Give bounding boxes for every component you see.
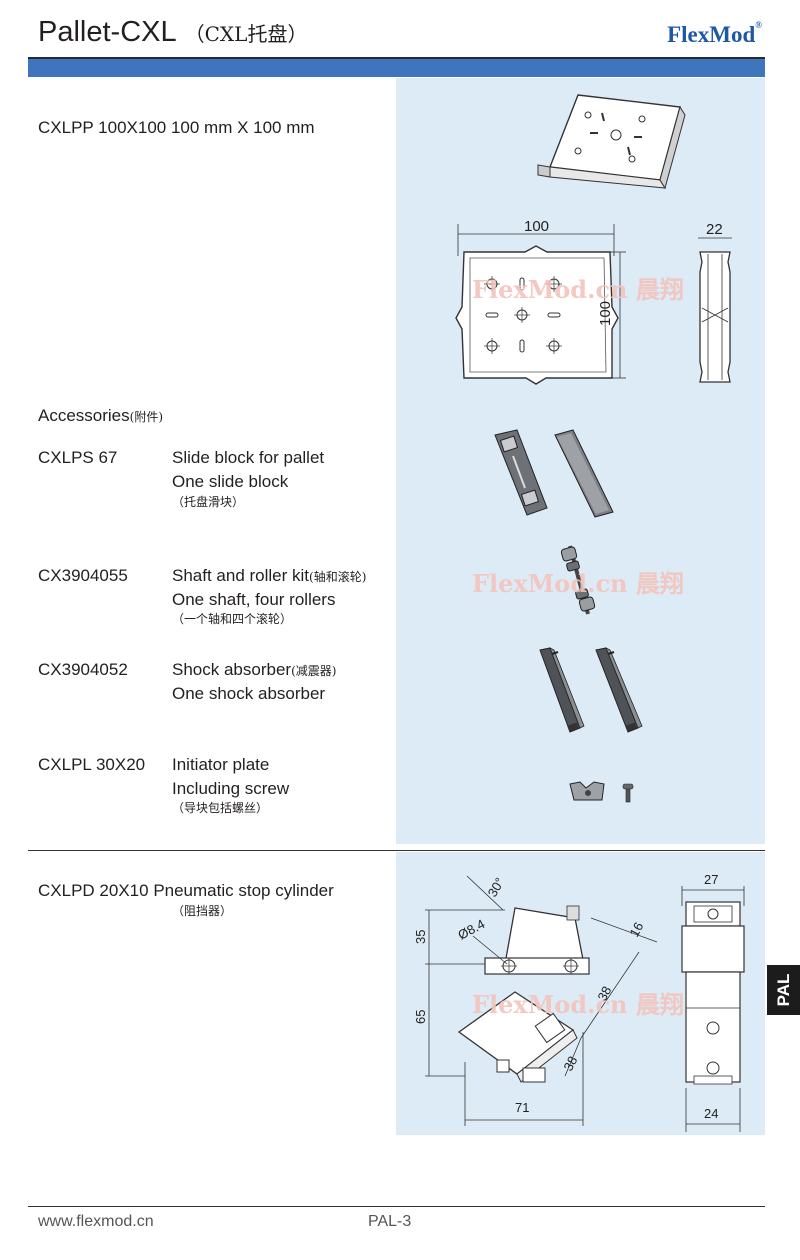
pallet-thickness-dim: 22 (706, 221, 723, 238)
dim-27: 27 (704, 872, 718, 887)
accessory-note-cn-2: （一个轴和四个滚轮） (172, 612, 293, 626)
accessory-line2-2: One shaft, four rollers (172, 590, 336, 609)
watermark-1: FlexMod.cn 晨翔 (472, 275, 684, 304)
page-title: Pallet-CXL （CXL托盘） (38, 16, 307, 49)
page-title-text: Pallet-CXL (38, 16, 177, 48)
dim-38-a: 38 (594, 984, 614, 1004)
accessory-line1-text-2: Shaft and roller kit (172, 566, 310, 585)
accessory-note-cn-1: （托盘滑块） (172, 495, 245, 509)
stop-cylinder-drawing: 35 65 71 30° Ø8.4 16 38 38 (413, 875, 658, 1126)
accessory-line1-2: Shaft and roller kit(轴和滚轮) (172, 565, 366, 588)
accessory-code-1: CXLPS 67 (38, 448, 118, 467)
accessory-line1-text-3: Shock absorber (172, 660, 292, 679)
shaft-roller-illustration (560, 545, 596, 615)
accessories-heading-cn: (附件) (129, 410, 164, 424)
pallet-description: CXLPP 100X100 100 mm X 100 mm (38, 118, 315, 137)
watermark-2: FlexMod.cn 晨翔 (472, 569, 684, 598)
slide-block-illustration (494, 429, 614, 518)
stop-cylinder-code: CXLPD 20X10 (38, 881, 149, 900)
stop-cylinder-label: Pneumatic stop cylinder (153, 881, 334, 900)
dim-16: 16 (626, 920, 646, 940)
shock-absorber-illustration (539, 647, 643, 733)
pallet-3d-illustration (537, 94, 686, 190)
footer-page-number: PAL-3 (368, 1213, 412, 1230)
footer-rule (28, 1206, 765, 1207)
accessory-line1-cn-2: (轴和滚轮) (309, 570, 367, 584)
stop-cylinder-title: CXLPD 20X10 Pneumatic stop cylinder (38, 880, 334, 902)
dim-35: 35 (413, 930, 428, 944)
brand-logo: FlexMod® (667, 20, 762, 48)
dim-65: 65 (413, 1010, 428, 1024)
stop-cylinder-side-view: 27 24 (681, 872, 745, 1132)
accessory-line2-4: Including screw (172, 779, 290, 798)
pallet-width-dim: 100 (524, 218, 549, 235)
brand-name: FlexMod (667, 22, 756, 47)
section-divider (28, 850, 765, 851)
accessory-code-3: CX3904052 (38, 660, 128, 679)
pallet-side-view-drawing: 22 (698, 221, 732, 383)
dim-38-b: 38 (560, 1054, 580, 1074)
accessory-line1-4: Initiator plate (172, 755, 270, 774)
brand-registered-mark: ® (755, 20, 762, 30)
accessory-line1-3: Shock absorber(减震器) (172, 659, 336, 682)
page-title-cn: （CXL托盘） (184, 22, 308, 46)
header-rule (28, 57, 765, 59)
accessory-line2-3: One shock absorber (172, 684, 326, 703)
dim-hole-diameter: Ø8.4 (455, 916, 487, 942)
stop-cylinder-note-cn: （阻挡器） (172, 904, 233, 918)
accessory-line1-1: Slide block for pallet (172, 448, 325, 467)
accessory-note-cn-4: （导块包括螺丝） (172, 801, 269, 815)
accessory-line2-1: One slide block (172, 472, 289, 491)
accessory-code-2: CX3904055 (38, 566, 128, 585)
watermark-3: FlexMod.cn 晨翔 (472, 990, 684, 1019)
pallet-height-dim: 100 (597, 301, 614, 326)
pallet-top-view-drawing: 100 100 (455, 218, 626, 385)
header-bar (28, 59, 765, 77)
dim-71: 71 (515, 1100, 529, 1115)
footer-url[interactable]: www.flexmod.cn (38, 1213, 154, 1230)
accessories-heading: Accessories(附件) (38, 405, 163, 428)
dim-24: 24 (704, 1106, 718, 1121)
section-tab: PAL (767, 965, 800, 1015)
accessories-heading-text: Accessories (38, 406, 130, 425)
section-tab-label: PAL (774, 973, 793, 1007)
accessory-line1-cn-3: (减震器) (291, 664, 337, 678)
initiator-plate-illustration (569, 781, 634, 803)
accessory-code-4: CXLPL 30X20 (38, 755, 146, 774)
